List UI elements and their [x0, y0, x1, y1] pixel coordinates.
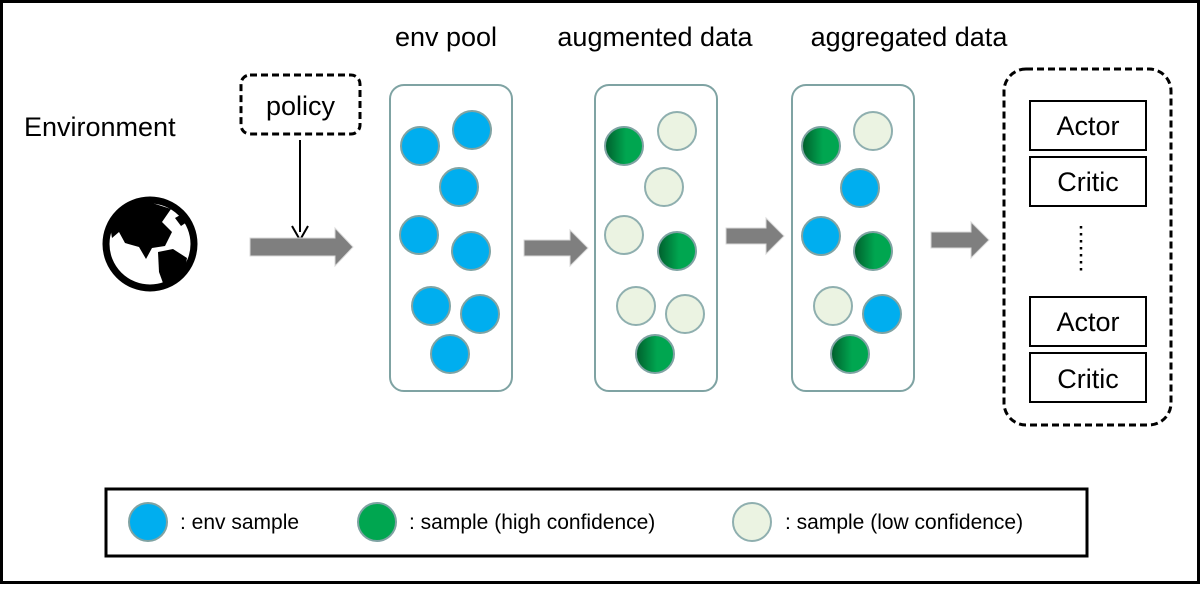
globe-icon — [102, 196, 198, 292]
env-pool-title: env pool — [395, 22, 497, 52]
aggregated-data-samples — [801, 111, 902, 374]
legend-swatch — [128, 502, 168, 542]
augmented-data-title: augmented data — [557, 22, 753, 52]
legend-swatch — [732, 502, 772, 542]
pool-sample — [801, 126, 841, 166]
legend-low-confidence-label: : sample (low confidence) — [785, 511, 1023, 534]
pool-sample — [657, 111, 697, 151]
policy-label: policy — [266, 91, 336, 121]
pool-sample — [853, 111, 893, 151]
flow-arrow-pool-to-augmented — [523, 228, 589, 268]
flow-arrow-env-to-pool — [249, 226, 354, 268]
pool-sample — [460, 294, 500, 334]
legend-item-low-confidence: : sample (low confidence) — [732, 502, 1023, 542]
pool-sample — [830, 334, 870, 374]
pool-sample — [801, 216, 841, 256]
policy-box — [239, 73, 362, 136]
pool-sample — [451, 231, 491, 271]
actor-label: Actor — [1056, 111, 1119, 141]
legend-swatch — [357, 502, 397, 542]
pool-sample — [853, 231, 893, 271]
pool-sample — [644, 167, 684, 207]
legend-item-high-confidence: : sample (high confidence) — [357, 502, 655, 542]
pool-sample — [411, 286, 451, 326]
env-pool-samples — [399, 110, 500, 374]
critic-box: Critic — [1029, 156, 1147, 207]
pool-sample — [616, 286, 656, 326]
pool-sample — [665, 294, 705, 334]
pool-sample — [430, 334, 470, 374]
critic-label: Critic — [1057, 364, 1119, 394]
environment-label: Environment — [24, 112, 176, 142]
pool-sample — [635, 334, 675, 374]
pool-sample — [399, 215, 439, 255]
aggregated-data-title: aggregated data — [811, 22, 1009, 52]
pool-sample — [604, 126, 644, 166]
critic-box: Critic — [1029, 352, 1147, 403]
flow-arrow-aggregated-to-networks — [930, 220, 990, 260]
pool-sample — [840, 168, 880, 208]
legend-env-sample-label: : env sample — [180, 511, 299, 534]
flow-arrow-augmented-to-aggregated — [725, 216, 785, 256]
pool-sample — [439, 167, 479, 207]
augmented-data-samples — [604, 111, 705, 374]
pool-sample — [400, 126, 440, 166]
legend-box — [104, 487, 1089, 558]
legend-item-env-sample: : env sample — [128, 502, 299, 542]
legend-high-confidence-label: : sample (high confidence) — [409, 511, 655, 534]
pool-sample — [604, 215, 644, 255]
pool-sample — [452, 110, 492, 150]
critic-label: Critic — [1057, 167, 1119, 197]
pool-sample — [813, 286, 853, 326]
pool-sample — [657, 231, 697, 271]
actor-box: Actor — [1029, 100, 1147, 151]
actor-label: Actor — [1056, 307, 1119, 337]
actor-box: Actor — [1029, 296, 1147, 347]
pool-sample — [862, 294, 902, 334]
